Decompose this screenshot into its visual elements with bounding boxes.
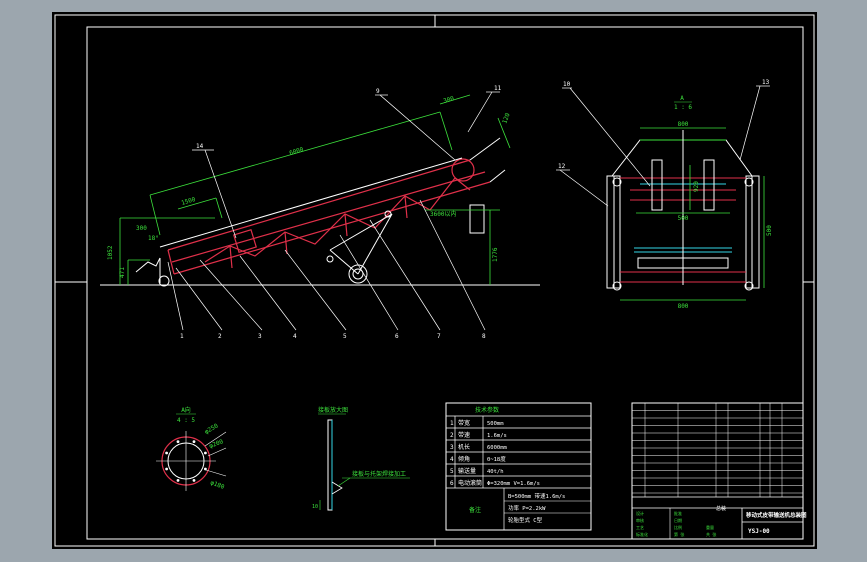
bolt-hole — [204, 467, 207, 471]
main-callout-11: 11 — [494, 85, 502, 92]
param-no: 2 — [450, 432, 454, 439]
param-name: 电动滚筒 — [458, 479, 482, 487]
title-mini-label: 第 张 — [674, 531, 684, 537]
main-callout-4: 4 — [293, 333, 297, 340]
params-table: 技术参数 1 带宽 500mm 2 带速 1.6m/s 3 机长 6000mm 4 倾角 0~18度 5… — [445, 402, 592, 531]
detail-b-view: 接板放大图 接板与托架焊接加工 10 — [312, 406, 410, 511]
bolt-hole — [176, 479, 180, 482]
section-dim-top: 800 — [678, 121, 689, 128]
title-mini-label: 日期 — [674, 517, 682, 523]
detail-a-scale: 4 : 5 — [177, 417, 195, 424]
bolt-hole — [192, 479, 196, 482]
main-callout-3: 3 — [258, 333, 262, 340]
title-mini-label: 审核 — [636, 517, 644, 523]
center-marks — [55, 15, 814, 546]
title-mini-label: 批准 — [674, 510, 682, 516]
detail-a-dim-1: φ200 — [208, 438, 224, 450]
param-value: 0~18度 — [487, 455, 506, 463]
param-footer-line: 功率 P=2.2kW — [508, 504, 546, 512]
dim-head: 120 — [501, 112, 511, 125]
param-value: Φ=320mm V=1.6m/s — [487, 481, 540, 487]
bolt-hole — [165, 467, 169, 471]
dim-height-left2: 471 — [119, 267, 126, 278]
bolt-hole — [204, 451, 207, 455]
title-mini-label: 比例 — [674, 524, 682, 530]
bolt-hole — [165, 451, 169, 455]
main-callout-5: 5 — [343, 333, 347, 340]
param-no: 6 — [450, 480, 454, 487]
param-value: 1.6m/s — [487, 433, 507, 439]
params-footer-label: 备注 — [469, 506, 481, 514]
param-name: 倾角 — [458, 455, 470, 463]
detail-b-note: 接板与托架焊接加工 — [352, 470, 406, 478]
dim-height-right: 1776 — [492, 247, 499, 262]
param-no: 4 — [450, 456, 454, 463]
section-view: A 1 : 6 800 500 800 500 920 10 12 13 — [556, 79, 773, 310]
drawing-number: YSJ-00 — [748, 528, 770, 535]
detail-a-dim-2: φ180 — [209, 479, 225, 491]
param-no: 5 — [450, 468, 454, 475]
title-mini-label: 重量 — [706, 524, 714, 530]
dim-head-drop: 300 — [136, 225, 147, 232]
param-name: 输送量 — [458, 467, 476, 475]
detail-b-dim: 10 — [312, 504, 318, 510]
param-value: 6000mm — [487, 445, 508, 451]
param-value: 40t/h — [487, 469, 504, 475]
section-callout-10: 10 — [563, 81, 571, 88]
title-mini-label: 设计 — [636, 510, 644, 516]
params-table-title: 技术参数 — [475, 406, 499, 414]
section-title-scale: 1 : 6 — [674, 104, 692, 111]
title-mini-label: 工艺 — [636, 525, 644, 530]
dim-angle: 18° — [148, 235, 159, 242]
detail-a-title: A向 — [181, 406, 191, 414]
param-footer-line: B=500mm 带速1.6m/s — [508, 493, 565, 500]
main-callout-1: 1 — [180, 333, 184, 340]
sheet-inner-border — [86, 26, 804, 540]
bolt-hole — [192, 440, 196, 443]
param-value: 500mm — [487, 421, 504, 427]
dim-belt-run: 1500 — [181, 196, 197, 207]
drawing-sheet — [52, 12, 817, 549]
section-dim-inner: 500 — [678, 215, 689, 222]
param-footer-line: 轮胎型式 C型 — [508, 516, 543, 524]
param-no: 3 — [450, 444, 454, 451]
main-dimensions — [119, 94, 511, 285]
param-name: 带宽 — [458, 419, 470, 427]
dim-height-left: 1052 — [107, 245, 114, 260]
title-mini-label: 共 张 — [706, 531, 716, 537]
drawing-title: 移动式皮带输送机总装图 — [746, 511, 807, 519]
dim-tag-mid: 3600以内 — [430, 210, 456, 218]
param-no: 1 — [450, 420, 454, 427]
bolt-hole — [176, 440, 180, 443]
dim-top: 300 — [443, 95, 456, 105]
param-name: 带速 — [458, 431, 470, 439]
main-callout-9: 9 — [376, 88, 380, 95]
dim-length: 6000 — [289, 146, 305, 157]
section-dim-side: 920 — [693, 181, 700, 192]
title-subtitle: 总装 — [716, 505, 726, 512]
callout-leaders — [167, 91, 500, 331]
section-callout-13: 13 — [762, 79, 770, 86]
conveyor-frame — [167, 158, 491, 275]
detail-b-title: 接板放大图 — [318, 406, 348, 414]
main-callout-2: 2 — [218, 333, 222, 340]
section-dim-bottom: 800 — [678, 303, 689, 310]
main-callout-6: 6 — [395, 333, 399, 340]
section-callout-12: 12 — [558, 163, 566, 170]
title-mini-label: 标准化 — [636, 531, 648, 537]
main-callout-8: 8 — [482, 333, 486, 340]
section-title-num: A — [680, 95, 684, 102]
main-side-view: 6000 1500 300 120 18° 300 1052 471 1776 … — [100, 85, 540, 340]
section-dim-height: 500 — [766, 225, 773, 236]
param-name: 机长 — [458, 443, 470, 451]
main-callout-14: 14 — [196, 143, 204, 150]
main-callout-7: 7 — [437, 333, 441, 340]
